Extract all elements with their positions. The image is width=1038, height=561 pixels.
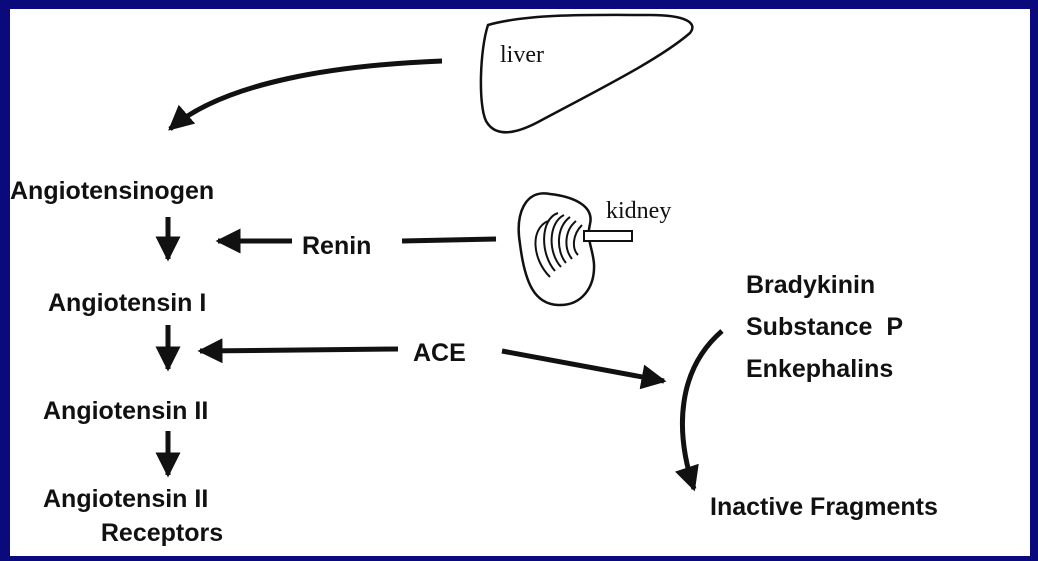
diagram-graphics	[10, 9, 1030, 556]
receptors-label-line2: Receptors	[43, 521, 281, 546]
ace-to-pathway-arrow	[200, 349, 398, 351]
ace-to-substrates-arrow	[502, 351, 664, 381]
kidney-internal-structure	[535, 213, 582, 277]
bradykinin-label: Bradykinin	[746, 273, 875, 298]
kidney-ureter	[584, 231, 632, 241]
renin-label: Renin	[302, 234, 371, 259]
enkephalins-label: Enkephalins	[746, 357, 893, 382]
angiotensin-i-label: Angiotensin I	[48, 291, 206, 316]
liver-label: liver	[500, 43, 544, 67]
kidney-to-renin-line	[402, 239, 496, 241]
liver-outline	[481, 15, 692, 132]
kidney-label: kidney	[606, 199, 671, 223]
angiotensin-ii-label: Angiotensin II	[43, 399, 208, 424]
kidney-outline	[519, 193, 594, 305]
liver-to-angiotensinogen-arrow	[170, 61, 442, 129]
diagram-canvas: liver kidney Angiotensinogen Renin Angio…	[10, 9, 1030, 556]
ace-label: ACE	[413, 341, 466, 366]
angiotensinogen-label: Angiotensinogen	[10, 179, 214, 204]
inactive-fragments-label: Inactive Fragments	[710, 495, 938, 520]
receptors-label-line1: Angiotensin II	[43, 487, 208, 512]
substance-p-label: Substance P	[746, 315, 903, 340]
substrates-to-fragments-arrow	[682, 331, 722, 489]
